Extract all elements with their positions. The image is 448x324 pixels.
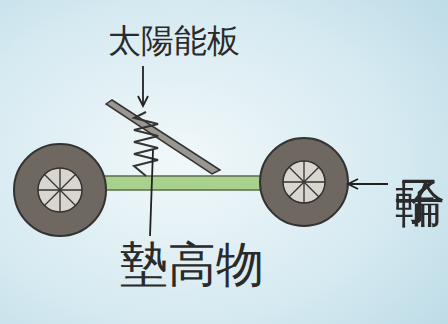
left-wheel (14, 144, 106, 236)
arrow-head (348, 179, 358, 189)
right-wheel (260, 138, 348, 226)
leader-line (150, 150, 153, 236)
part-label: 太陽能板 (108, 24, 240, 57)
leader-line (350, 183, 388, 185)
chassis-bar (92, 176, 268, 190)
spring-symbol (134, 112, 158, 176)
part-label: 墊高物 (120, 240, 264, 288)
leader-line (142, 66, 144, 104)
arrow-head (138, 96, 148, 106)
solar-panel (106, 100, 220, 174)
